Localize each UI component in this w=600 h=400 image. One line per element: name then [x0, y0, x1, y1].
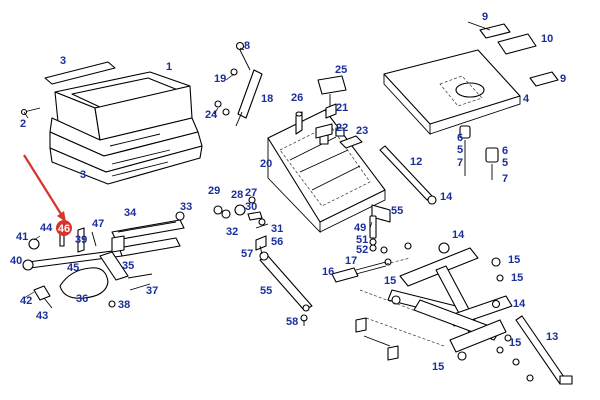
- callout-24: 24: [205, 109, 218, 121]
- callout-7b: 7: [502, 173, 508, 185]
- callout-15a: 15: [508, 254, 520, 266]
- callout-49: 49: [354, 222, 366, 234]
- callout-15d: 15: [509, 337, 521, 349]
- left-lower-assembly: [22, 211, 185, 309]
- highlight-callout-46: 46: [56, 220, 72, 236]
- bushings-5-6-7: [459, 125, 499, 180]
- callout-41: 41: [16, 231, 28, 243]
- callout-35: 35: [122, 260, 134, 272]
- callout-33: 33: [180, 201, 192, 213]
- callout-9a: 9: [482, 11, 488, 23]
- highlight-label: 46: [58, 223, 70, 235]
- callout-15b: 15: [384, 275, 396, 287]
- callout-28: 28: [231, 189, 243, 201]
- spring-parts-16-17: [331, 257, 411, 283]
- callout-30: 30: [245, 201, 257, 213]
- callout-4: 4: [523, 93, 530, 105]
- callout-55b: 55: [260, 285, 272, 297]
- callout-25: 25: [335, 64, 347, 76]
- callout-44: 44: [40, 222, 53, 234]
- callout-21: 21: [336, 102, 348, 114]
- shafts-49-51-52: [369, 215, 377, 252]
- callout-19: 19: [214, 73, 226, 85]
- upper-frame-part-20: [267, 109, 391, 234]
- callout-43: 43: [36, 310, 48, 322]
- highlight-arrow: [23, 154, 66, 222]
- callout-34: 34: [124, 207, 137, 219]
- callout-26: 26: [291, 92, 303, 104]
- callout-15e: 15: [432, 361, 444, 373]
- callout-31: 31: [271, 223, 283, 235]
- callout-15c: 15: [511, 272, 523, 284]
- callout-52: 52: [356, 244, 368, 256]
- seat-cushion-assembly: [44, 61, 203, 185]
- callout-2: 2: [20, 118, 26, 130]
- callout-14c: 14: [513, 298, 526, 310]
- callout-6b: 6: [502, 145, 508, 157]
- callout-58: 58: [286, 316, 298, 328]
- callout-42: 42: [20, 295, 32, 307]
- callout-8: 8: [244, 40, 250, 52]
- callout-20: 20: [260, 158, 272, 170]
- callout-10: 10: [541, 33, 553, 45]
- callout-45: 45: [67, 262, 79, 274]
- callout-37: 37: [146, 285, 158, 297]
- callout-40: 40: [10, 255, 22, 267]
- callout-3a: 3: [60, 55, 66, 67]
- callout-1: 1: [166, 61, 172, 73]
- gas-spring-assembly: [214, 41, 263, 127]
- callout-22: 22: [336, 122, 348, 134]
- callout-57: 57: [241, 248, 253, 260]
- washer-set: [213, 196, 269, 229]
- callout-18: 18: [261, 93, 273, 105]
- callout-12: 12: [410, 156, 422, 168]
- callout-5b: 5: [502, 157, 508, 169]
- callout-55a: 55: [391, 205, 403, 217]
- callout-38: 38: [118, 299, 130, 311]
- callout-14a: 14: [440, 191, 453, 203]
- scissor-mechanism: [355, 242, 573, 385]
- callout-32: 32: [226, 226, 238, 238]
- callout-56: 56: [271, 236, 283, 248]
- callout-6a: 6: [457, 132, 463, 144]
- callout-51: 51: [356, 234, 368, 246]
- slide-plate-part-4: [383, 21, 559, 136]
- callout-27: 27: [245, 187, 257, 199]
- callout-23: 23: [356, 125, 368, 137]
- callout-47: 47: [92, 218, 104, 230]
- leader-lines: [23, 47, 373, 299]
- callout-13: 13: [546, 331, 558, 343]
- callout-5a: 5: [457, 144, 463, 156]
- callout-16: 16: [322, 266, 334, 278]
- callout-36: 36: [76, 293, 88, 305]
- rod-part-12: [379, 145, 437, 205]
- callout-7a: 7: [457, 157, 463, 169]
- callout-17: 17: [345, 255, 357, 267]
- callout-9b: 9: [560, 73, 566, 85]
- screw-part-2: [20, 107, 41, 116]
- frame-small-parts: [295, 75, 363, 149]
- callout-3b: 3: [80, 169, 86, 181]
- bracket-part-55: [255, 235, 313, 326]
- callout-14b: 14: [452, 229, 465, 241]
- callout-labels: 1 2 3 3 4 5 5 6 6 7 7 8 9 9 10 12 13 14 …: [10, 11, 566, 373]
- callout-29: 29: [208, 185, 220, 197]
- callout-39: 39: [75, 234, 87, 246]
